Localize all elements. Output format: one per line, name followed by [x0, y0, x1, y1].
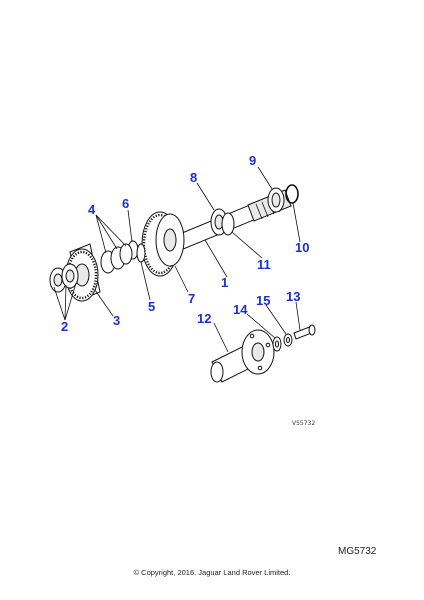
gear-3 [65, 243, 101, 302]
figure-code: MG5732 [338, 546, 377, 557]
callout-6: 6 [122, 196, 129, 211]
copyright-notice: © Copyright, 2016. Jaguar Land Rover Lim… [133, 568, 291, 577]
gear-7 [141, 211, 185, 277]
callout-4: 4 [88, 202, 96, 217]
callout-15: 15 [256, 293, 270, 308]
ring-5 [136, 243, 146, 263]
leader-lines [53, 166, 301, 353]
callout-8: 8 [190, 170, 197, 185]
drawing-reference: V55732 [292, 420, 315, 427]
callout-14: 14 [233, 302, 248, 317]
callout-7: 7 [188, 291, 195, 306]
washers-4 [100, 243, 133, 274]
circlip-10 [285, 184, 299, 204]
bolt-13 [293, 324, 316, 340]
callout-11: 11 [257, 257, 271, 272]
callout-2: 2 [61, 319, 68, 334]
washer-15 [283, 333, 293, 347]
callout-9: 9 [249, 153, 256, 168]
callout-1: 1 [221, 275, 228, 290]
flange-12 [210, 329, 275, 383]
collar-11 [221, 212, 235, 236]
callout-10: 10 [295, 240, 309, 255]
washer-14 [272, 336, 282, 352]
bearings-2 [49, 263, 79, 293]
callout-5: 5 [148, 299, 155, 314]
bearing-9 [267, 187, 285, 213]
callout-3: 3 [113, 313, 120, 328]
callout-13: 13 [286, 289, 300, 304]
callout-12: 12 [197, 311, 211, 326]
